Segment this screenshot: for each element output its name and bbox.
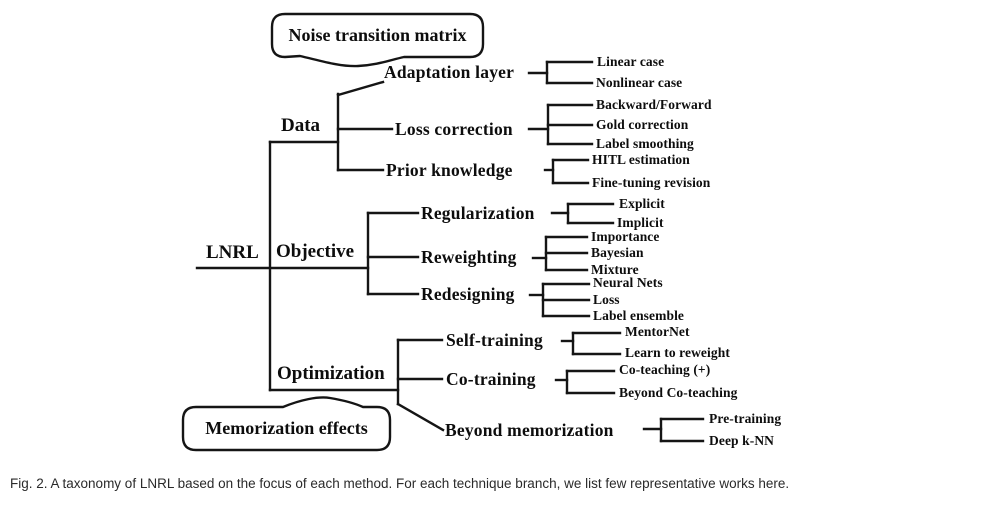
leaf-label-nonlinear-case: Nonlinear case (596, 75, 683, 90)
callout-shapes (181, 12, 485, 452)
leaf-label-explicit: Explicit (619, 196, 665, 211)
optimization-branch-lines (268, 331, 705, 443)
leaf-label-gold-correction: Gold correction (596, 117, 689, 132)
leaf-label-loss: Loss (593, 292, 620, 307)
node-label-self-training: Self-training (446, 330, 543, 350)
node-label-co-training: Co-training (446, 369, 536, 389)
leaf-label-learn-to-reweight: Learn to reweight (625, 345, 730, 360)
noise-callout-label: Noise transition matrix (288, 25, 467, 45)
node-label-loss-correction: Loss correction (395, 119, 513, 139)
node-label-beyond-memorization: Beyond memorization (445, 420, 614, 440)
leaf-label-mixture: Mixture (591, 262, 639, 277)
leaf-label-implicit: Implicit (617, 215, 664, 230)
leaf-label-mentornet: MentorNet (625, 324, 690, 339)
leaf-label-bayesian: Bayesian (591, 245, 644, 260)
leaf-label-linear-case: Linear case (597, 54, 665, 69)
memorization-callout-shape (181, 396, 392, 452)
noise-callout-shape (270, 12, 485, 68)
trunk-lines (195, 140, 370, 392)
node-label-reweighting: Reweighting (421, 247, 517, 267)
leaf-label-label-smoothing: Label smoothing (596, 136, 694, 151)
leaf-label-fine-tuning-revision: Fine-tuning revision (592, 175, 711, 190)
leaf-label-beyond-co-teaching: Beyond Co-teaching (619, 385, 738, 400)
node-label-regularization: Regularization (421, 203, 535, 223)
branch-label-optimization: Optimization (277, 363, 385, 384)
node-label-adaptation-layer: Adaptation layer (384, 62, 515, 82)
node-label-prior-knowledge: Prior knowledge (386, 160, 513, 180)
leaf-label-importance: Importance (591, 229, 660, 244)
objective-branch-lines (366, 202, 615, 318)
memorization-callout-label: Memorization effects (205, 418, 368, 438)
leaf-label-neural-nets: Neural Nets (593, 275, 663, 290)
data-branch-lines (268, 60, 594, 185)
leaf-label-deep-knn: Deep k-NN (709, 433, 775, 448)
node-label-redesigning: Redesigning (421, 284, 515, 304)
figure-caption: Fig. 2. A taxonomy of LNRL based on the … (10, 476, 790, 491)
leaf-label-label-ensemble: Label ensemble (593, 308, 685, 323)
leaf-label-backward-forward: Backward/Forward (596, 97, 712, 112)
branch-label-data: Data (281, 115, 321, 136)
branch-label-objective: Objective (276, 241, 355, 262)
leaf-label-co-teaching: Co-teaching (+) (619, 362, 711, 377)
root-label: LNRL (206, 242, 259, 263)
leaf-label-pre-training: Pre-training (709, 411, 782, 426)
leaf-label-hitl-estimation: HITL estimation (592, 152, 690, 167)
